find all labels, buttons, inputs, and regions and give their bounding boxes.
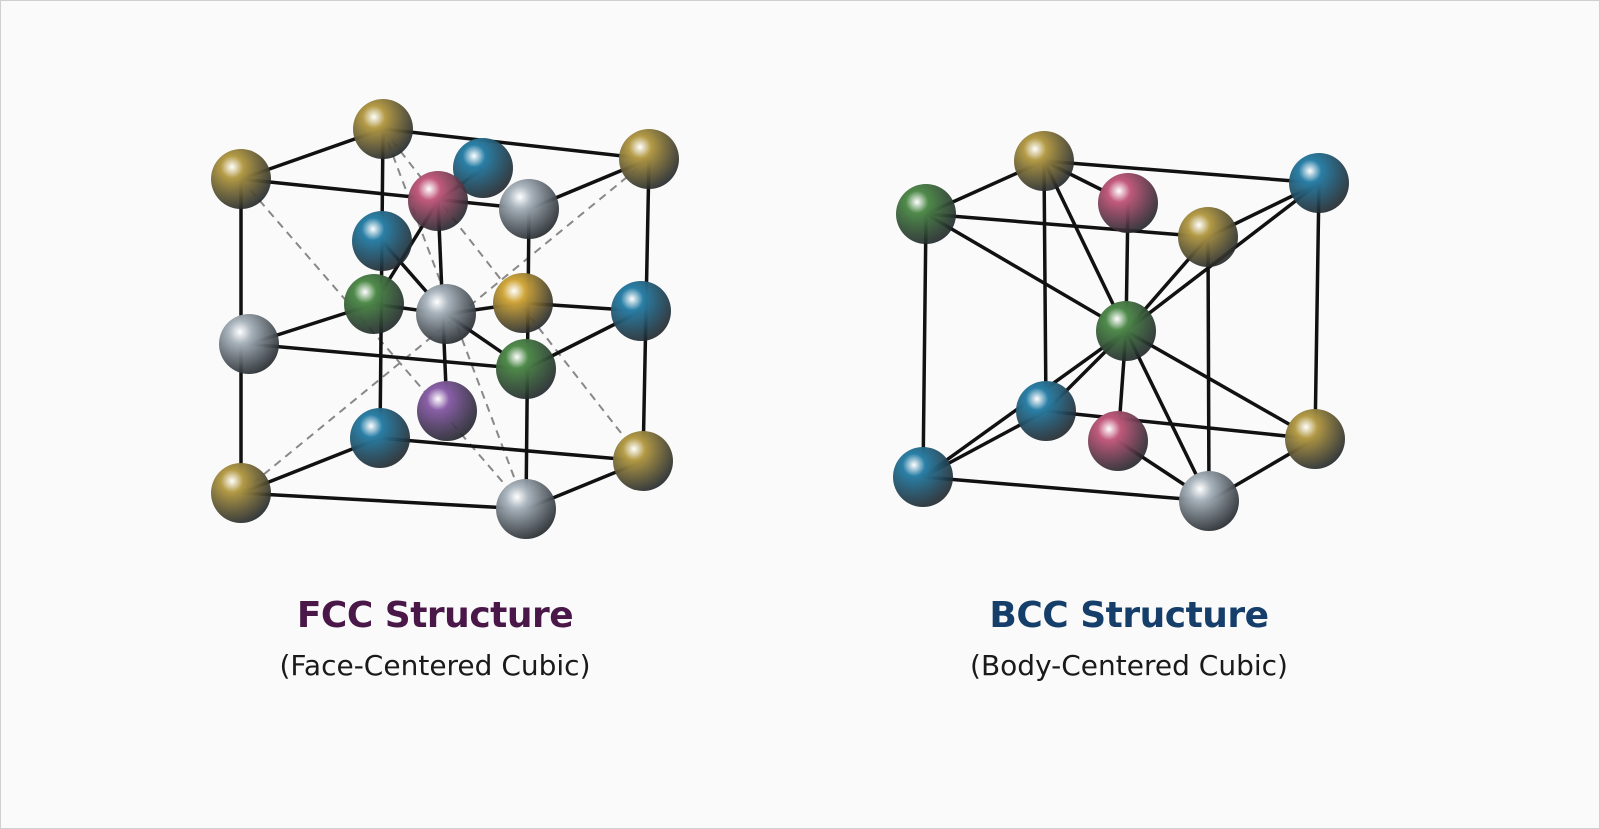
blue-atom xyxy=(352,211,412,271)
bond-line xyxy=(921,213,928,478)
gold-atom xyxy=(211,149,271,209)
silver-atom xyxy=(496,479,556,539)
bond-line xyxy=(1125,329,1316,441)
green-atom xyxy=(344,274,404,334)
blue-atom xyxy=(1016,381,1076,441)
bond-line xyxy=(240,177,530,211)
pink-atom xyxy=(1098,173,1158,233)
bcc-lattice xyxy=(893,131,1349,531)
silver-atom xyxy=(416,284,476,344)
blue-atom xyxy=(1289,153,1349,213)
silver-atom xyxy=(1179,471,1239,531)
pink-atom xyxy=(408,171,468,231)
bond-line xyxy=(1045,409,1316,441)
bcc-subtitle: (Body-Centered Cubic) xyxy=(970,649,1288,682)
pink-atom xyxy=(1088,411,1148,471)
bond-line xyxy=(1206,236,1211,502)
fcc-lattice xyxy=(211,99,679,539)
green-atom xyxy=(896,184,956,244)
blue-atom xyxy=(350,408,410,468)
bond-line xyxy=(925,212,1127,333)
gold-atom xyxy=(1178,207,1238,267)
fcc-subtitle: (Face-Centered Cubic) xyxy=(279,649,591,682)
bond-line xyxy=(1042,160,1128,332)
blue-atom xyxy=(893,447,953,507)
gold-atom xyxy=(1014,131,1074,191)
bond-line xyxy=(925,212,1209,239)
bond-line xyxy=(240,491,527,511)
purple-atom xyxy=(417,381,477,441)
bond-line xyxy=(382,127,650,161)
gold-atom xyxy=(1285,409,1345,469)
fcc-title: FCC Structure xyxy=(296,595,574,636)
silver-atom xyxy=(499,179,559,239)
silver-atom xyxy=(219,314,279,374)
gold-atom xyxy=(353,99,413,159)
bond-line xyxy=(1043,159,1320,185)
gold-atom xyxy=(613,431,673,491)
blue-atom xyxy=(611,281,671,341)
blue-atom xyxy=(453,138,513,198)
bond-line xyxy=(379,436,644,463)
gold-atom xyxy=(619,129,679,189)
bond-line xyxy=(922,475,1210,503)
yellow-atom xyxy=(493,273,553,333)
green-atom xyxy=(496,339,556,399)
dashed-bond xyxy=(240,178,527,510)
bond-line xyxy=(1042,160,1048,412)
bond-line xyxy=(1124,330,1211,502)
gold-atom xyxy=(211,463,271,523)
green-atom xyxy=(1096,301,1156,361)
bcc-title: BCC Structure xyxy=(989,595,1269,636)
bond-line xyxy=(248,342,527,371)
bond-line xyxy=(1313,182,1321,440)
dashed-bond xyxy=(240,158,650,494)
